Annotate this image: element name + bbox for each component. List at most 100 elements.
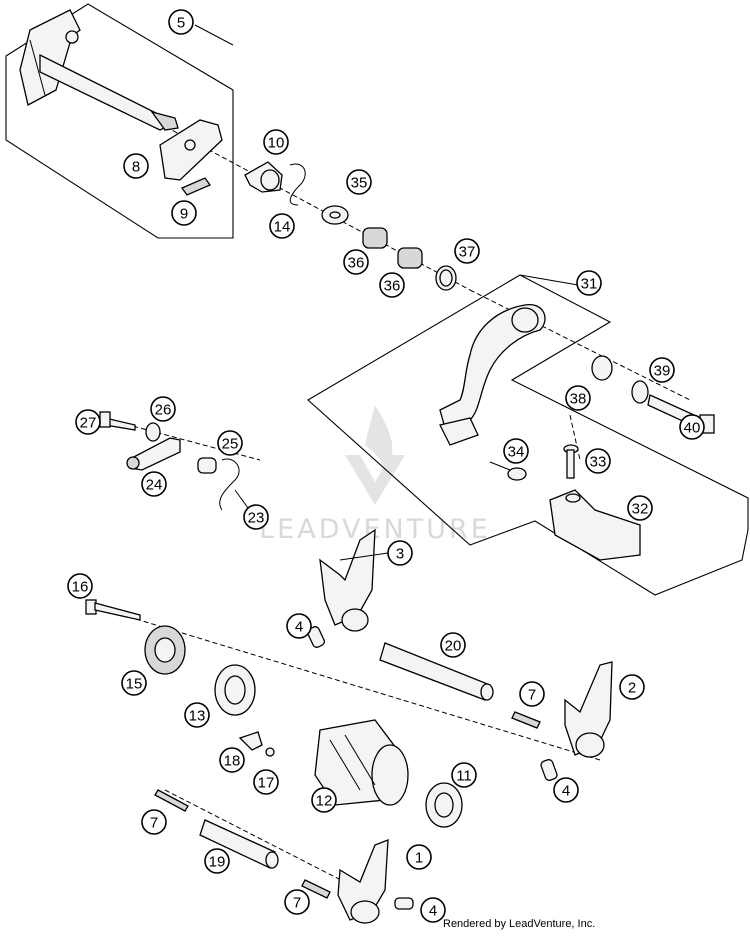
callout-40: 40	[679, 414, 705, 440]
callout-number: 17	[258, 775, 275, 792]
callout-number: 1	[415, 850, 423, 867]
callout-circle	[263, 129, 289, 155]
part-18-clip	[238, 731, 263, 751]
part-1-shift-fork	[337, 839, 389, 924]
callout-circle	[379, 272, 405, 298]
part-7-spring-c	[301, 879, 331, 899]
callout-circle	[576, 270, 602, 296]
callout-number: 7	[528, 687, 536, 704]
callout-circle	[387, 540, 413, 566]
callout-34: 34	[503, 438, 529, 464]
callout-number: 27	[80, 415, 97, 432]
part-15-shift-star	[144, 625, 186, 675]
callout-leaders	[194, 24, 389, 561]
callout-27: 27	[75, 409, 101, 435]
callout-circle	[679, 414, 705, 440]
callout-circle	[269, 213, 295, 239]
callout-circle	[284, 889, 310, 915]
callout-number: 10	[268, 135, 285, 152]
callout-number: 14	[274, 219, 291, 236]
callout-13: 13	[184, 702, 210, 728]
callout-circle	[406, 844, 432, 870]
callout-number: 38	[570, 391, 587, 408]
callout-31: 31	[576, 270, 602, 296]
part-27-bolt	[99, 411, 136, 431]
callout-number: 18	[224, 753, 241, 770]
callout-number: 31	[581, 276, 598, 293]
callout-circle	[243, 504, 269, 530]
part-12-shift-drum	[314, 719, 409, 806]
callout-circle	[286, 613, 312, 639]
callout-36: 36	[343, 249, 369, 275]
part-34-spring	[489, 461, 527, 481]
callout-circle	[454, 238, 480, 264]
callout-circle	[649, 357, 675, 383]
callout-number: 9	[180, 206, 188, 223]
callout-25: 25	[217, 430, 243, 456]
callout-number: 4	[562, 783, 570, 800]
callout-circle	[585, 448, 611, 474]
part-32-shift-tip	[549, 489, 641, 561]
callout-12: 12	[311, 787, 337, 813]
callout-circle	[67, 573, 93, 599]
callout-number: 35	[351, 175, 368, 192]
callout-7: 7	[284, 889, 310, 915]
credit-text: Rendered by LeadVenture, Inc.	[443, 918, 596, 930]
part-25-bushing	[197, 457, 217, 474]
part-4-roller-a	[307, 626, 325, 648]
part-16-bolt	[85, 599, 141, 621]
callout-number: 39	[654, 363, 671, 380]
callout-circle	[168, 9, 194, 35]
callout-number: 7	[150, 815, 158, 832]
callout-circle	[519, 681, 545, 707]
callout-circle	[451, 762, 477, 788]
callout-number: 13	[189, 708, 206, 725]
part-20-fork-shaft	[379, 642, 494, 701]
callout-number: 36	[348, 255, 365, 272]
part-3-shift-fork	[319, 528, 376, 632]
callout-19: 19	[204, 848, 230, 874]
callout-circle	[343, 249, 369, 275]
callout-circle	[553, 777, 579, 803]
callout-circle	[121, 670, 147, 696]
callout-circle	[619, 674, 645, 700]
part-4-roller-c	[394, 897, 414, 910]
part-38-washer	[591, 355, 613, 381]
callout-3: 3	[387, 540, 413, 566]
callout-circle	[204, 848, 230, 874]
callout-number: 23	[248, 510, 265, 527]
callout-4: 4	[553, 777, 579, 803]
callout-circle	[150, 396, 176, 422]
callout-number: 7	[293, 895, 301, 912]
frame-shift-lever	[307, 274, 749, 596]
callout-number: 25	[222, 436, 239, 453]
callout-number: 11	[456, 768, 472, 785]
part-shift-shaft	[19, 9, 179, 131]
callout-15: 15	[121, 670, 147, 696]
callout-32: 32	[627, 495, 653, 521]
part-23-spring	[219, 458, 240, 511]
callout-circle	[627, 495, 653, 521]
callout-35: 35	[346, 169, 372, 195]
callout-number: 37	[459, 244, 476, 261]
callout-circle	[565, 385, 591, 411]
part-4-roller-b	[540, 759, 558, 781]
callout-36: 36	[379, 272, 405, 298]
part-7-spring-a	[511, 711, 541, 729]
callouts: 5891014353636373139384034333227262524233…	[67, 9, 705, 923]
callout-circle	[141, 809, 167, 835]
callout-23: 23	[243, 504, 269, 530]
callout-circle	[219, 747, 245, 773]
group-frames	[5, 3, 749, 596]
callout-7: 7	[141, 809, 167, 835]
callout-20: 20	[440, 632, 466, 658]
callout-7: 7	[519, 681, 545, 707]
callout-37: 37	[454, 238, 480, 264]
part-7-spring-b	[154, 789, 189, 812]
callout-number: 32	[632, 501, 649, 518]
frame-shift-shaft	[5, 3, 234, 239]
callout-number: 24	[146, 477, 163, 494]
callout-circle	[123, 153, 149, 179]
part-35-washer	[321, 205, 349, 225]
